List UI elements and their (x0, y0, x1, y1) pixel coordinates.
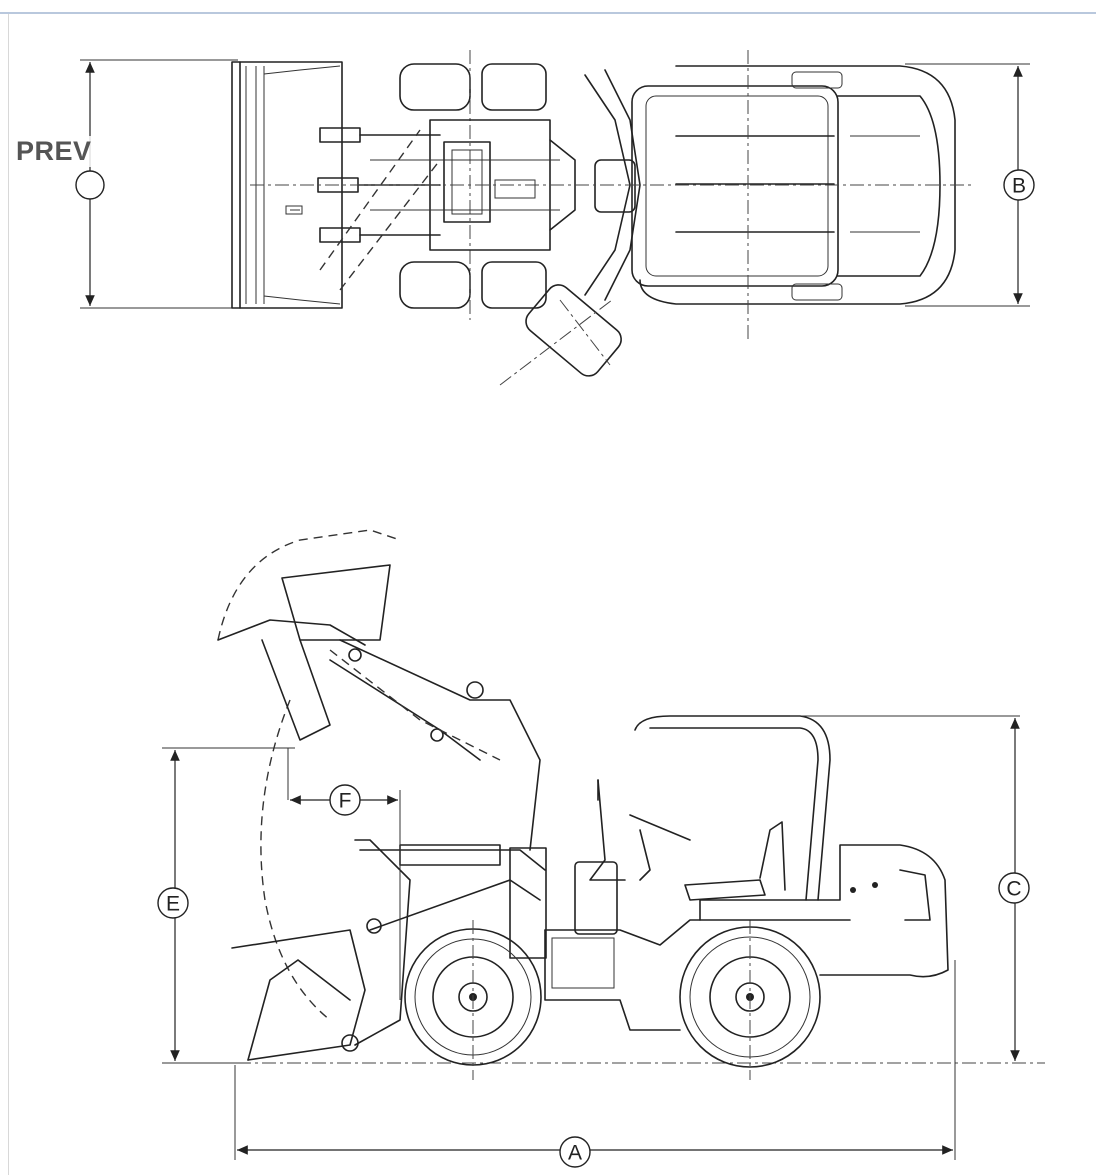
side-view: E F C A (157, 529, 1045, 1168)
front-right-tire (399, 261, 471, 309)
dimension-c-label: C (1006, 878, 1021, 901)
bucket-top (231, 61, 343, 309)
prev-button[interactable]: PREV (14, 136, 94, 167)
dimension-f-label: F (339, 790, 352, 813)
top-view: B (75, 50, 1035, 386)
front-left-tire (399, 63, 471, 111)
top-border (0, 0, 1096, 14)
left-border (8, 14, 9, 1175)
dimension-d-circle (75, 170, 105, 200)
dimension-b-label: B (1012, 175, 1026, 198)
cab-roof (631, 85, 839, 287)
dimension-e-label: E (166, 893, 180, 916)
dimension-a-label: A (568, 1142, 582, 1165)
